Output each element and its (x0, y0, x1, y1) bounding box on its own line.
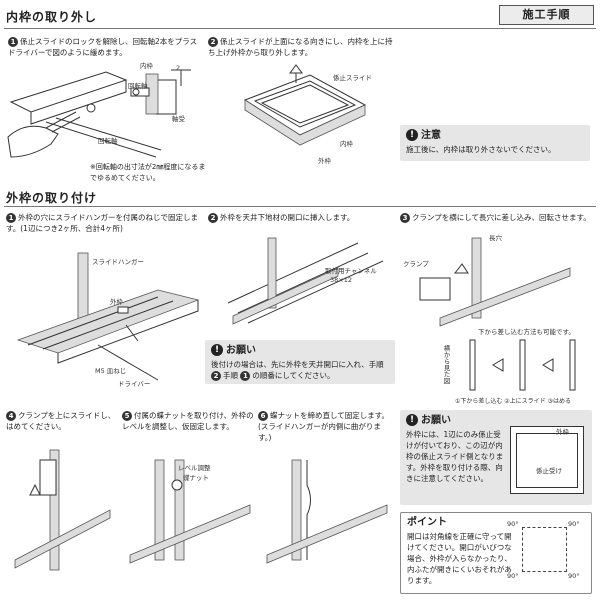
label-inner-frame-2: 内枠 (340, 140, 353, 148)
section2-rule (4, 206, 596, 207)
label-screw: M5 皿ねじ (95, 367, 127, 375)
label-channel: 取付用チャンネル (325, 267, 377, 275)
warning-icon: ! (406, 414, 418, 426)
label-outer-frame-4: 外枠 (556, 428, 569, 436)
angle-label: 90° (568, 572, 580, 580)
construction-procedure-tag: 施工手順 (499, 5, 594, 25)
request-heading-2: お願い (421, 414, 451, 426)
warning-icon: ! (211, 344, 223, 356)
label-driver: ドライバー (118, 380, 151, 388)
label-long-hole: 長穴 (489, 234, 502, 242)
label-bearing: 軸受 (172, 115, 185, 123)
point-title: ポイント (407, 517, 447, 528)
label-slide-hanger: スライドハンガー (92, 258, 144, 266)
request-title-2: !お願い (406, 414, 586, 426)
step-number: 1 (6, 213, 16, 223)
step-description: 係止スライドのロックを解除し、回転軸2本をプラスドライバーで図のように緩めます。 (8, 37, 198, 57)
caution-heading: 注意 (421, 129, 441, 141)
step-description: クランプを横にして長穴に差し込み、回転させます。 (412, 213, 591, 222)
warning-icon: ! (406, 129, 418, 141)
request-line-1: 後付けの場合は、先に外枠を天井開口に入れ、手順 (211, 360, 384, 369)
angle-label: 90° (507, 520, 519, 528)
s2-step2-illustration (227, 237, 384, 325)
label-level-adjust: レベル調整 (178, 464, 211, 472)
outer-frame-diagram: 外枠 係止受け (510, 426, 584, 494)
label-lock-receiver: 係止受け (536, 467, 562, 475)
label-sequence: ①下から差し込む ②上にスライド ③はめる (455, 398, 571, 405)
s2-step1-illustration (16, 252, 200, 381)
s2-step3-illustration (419, 237, 571, 327)
step-description: 外枠を天井下地材の開口に挿入します。 (220, 213, 355, 222)
caution-text: 施工後に、内枠は取り外さないでください。 (406, 145, 556, 154)
step-number: 2 (208, 213, 218, 223)
step-number: 6 (258, 411, 268, 421)
request-line-2a: 手順 (223, 371, 238, 380)
label-inner-frame: 内枠 (140, 62, 153, 70)
request-line-2b: の順番にしてください。 (252, 371, 335, 380)
s2-step3-sequence (469, 339, 576, 391)
point-box: ポイント 開口は対角線を正確に守って開けてください。開口がいびつな場合、外枠が入… (400, 512, 592, 594)
step-description: 外枠の穴にスライドハンガーを付属のねじで固定します。(1辺につき2ヶ所、合計4ヶ… (6, 213, 198, 233)
step-number: 2 (211, 371, 221, 381)
caution-box: !注意 施工後に、内枠は取り外さないでください。 (400, 125, 590, 161)
label-from-below: 下から差し込む方法も可能です。 (478, 328, 575, 336)
section1-title: 内枠の取り外し (6, 10, 98, 24)
label-rotation-axis-2: 回転軸 (98, 137, 118, 145)
label-outer-frame-2: 外枠 (318, 157, 331, 165)
step-number: 3 (400, 213, 410, 223)
label-outer-frame-3: 外枠 (110, 298, 123, 306)
label-dimension: 2 (176, 64, 181, 72)
step-description: クランプを上にスライドし、はめてください。 (6, 411, 116, 431)
label-channel-size: 38×12 (330, 276, 352, 284)
angle-label: 90° (507, 572, 519, 580)
label-side-view: 横から見た図 (442, 345, 450, 384)
label-wing-nut: 蝶ナット (183, 474, 209, 482)
section1-rule (4, 28, 596, 29)
s1-step1-illustration (7, 69, 191, 158)
step-description: 係止スライドが上面になる向きにし、内枠を上に持ち上げ外枠から取り外します。 (208, 37, 393, 57)
label-clamp: クランプ (403, 260, 429, 268)
point-text: 開口は対角線を正確に守って開けてください。開口がいびつな場合、外枠が入らなかった… (407, 532, 512, 585)
angle-diagram (522, 527, 567, 572)
s1-step2-illustration (243, 64, 367, 146)
step-number: 4 (6, 411, 16, 421)
caution-title: !注意 (406, 129, 584, 141)
s2-step6-illustration (266, 459, 388, 564)
step-description: 付属の蝶ナットを取り付け、外枠のレベルを調整し、仮固定します。 (122, 411, 254, 431)
section2-title: 外枠の取り付け (6, 191, 98, 205)
angle-label: 90° (568, 520, 580, 528)
request-title: !お願い (211, 344, 389, 356)
label-rotation-axis: 回転軸 (128, 82, 148, 90)
step-number: 1 (8, 37, 18, 47)
step-description: 蝶ナットを締め直して固定します。(スライドハンガーが内側に曲がります。) (258, 411, 390, 442)
step-number: 1 (240, 371, 251, 381)
label-lock-slide: 係止スライド (333, 74, 372, 82)
s2-step4-illustration (14, 449, 111, 571)
step-number: 2 (208, 37, 218, 47)
s1-step1-note: ※回転軸の出寸法が2㎜程度になるまでゆるめてください。 (90, 163, 206, 182)
request-heading: お願い (226, 344, 256, 356)
s2-step5-illustration (129, 459, 251, 564)
step-number: 5 (122, 411, 132, 421)
request-text-2: 外枠には、1辺にのみ係止受けが付いており、この辺が内枠の係止スライド側となります… (406, 430, 504, 483)
